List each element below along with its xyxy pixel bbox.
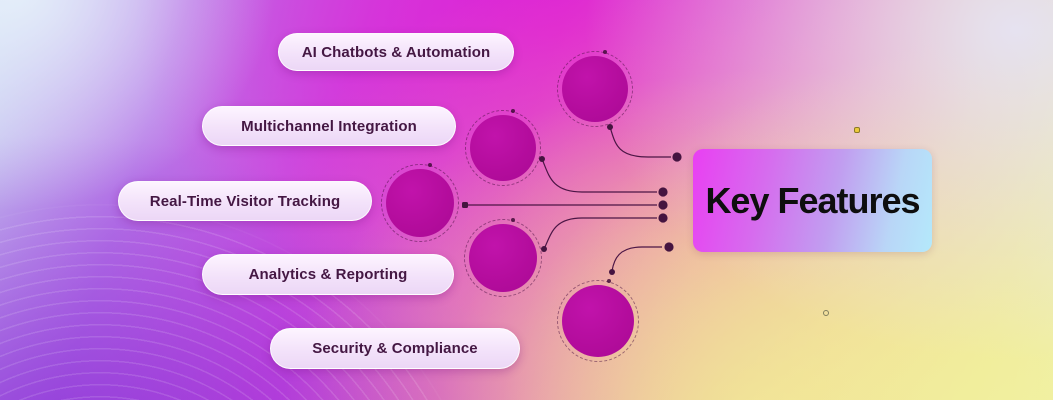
- connector-end-dot: [658, 200, 668, 210]
- connector-start-dot: [539, 156, 545, 162]
- feature-node-circle-3: [386, 163, 454, 237]
- connector-end-dot: [672, 152, 682, 162]
- connector-end-dot: [658, 187, 668, 197]
- feature-pill-security: Security & Compliance: [270, 328, 520, 369]
- feature-node-circle-4: [469, 218, 537, 292]
- feature-node-circle-2: [470, 109, 536, 181]
- feature-node-circle-5: [562, 279, 634, 357]
- feature-node-circle-1: [562, 50, 628, 122]
- accent-ring-dot: [823, 310, 829, 316]
- feature-pill-multichannel: Multichannel Integration: [202, 106, 456, 146]
- connector-path-4: [543, 217, 657, 250]
- connector-start-dot: [541, 246, 547, 252]
- connector-start-dot: [609, 269, 615, 275]
- connector-path-5: [611, 246, 662, 272]
- feature-label: Analytics & Reporting: [248, 266, 408, 283]
- accent-yellow-dot: [854, 127, 860, 133]
- connector-path-1: [609, 126, 671, 158]
- connector-end-dot: [658, 213, 668, 223]
- feature-pill-realtime-tracking: Real-Time Visitor Tracking: [118, 181, 372, 221]
- key-features-title: Key Features: [705, 179, 920, 221]
- feature-pill-ai-chatbots: AI Chatbots & Automation: [278, 33, 514, 71]
- connector-start-dot: [462, 202, 468, 208]
- feature-pill-analytics: Analytics & Reporting: [202, 254, 454, 295]
- connector-start-dot: [607, 124, 613, 130]
- key-features-box: Key Features: [693, 149, 932, 252]
- feature-label: Security & Compliance: [312, 340, 478, 357]
- connector-path-2: [541, 158, 657, 193]
- feature-label: Multichannel Integration: [241, 117, 417, 135]
- feature-label: AI Chatbots & Automation: [301, 43, 491, 61]
- connector-end-dot: [664, 242, 674, 252]
- feature-label: Real-Time Visitor Tracking: [149, 192, 341, 210]
